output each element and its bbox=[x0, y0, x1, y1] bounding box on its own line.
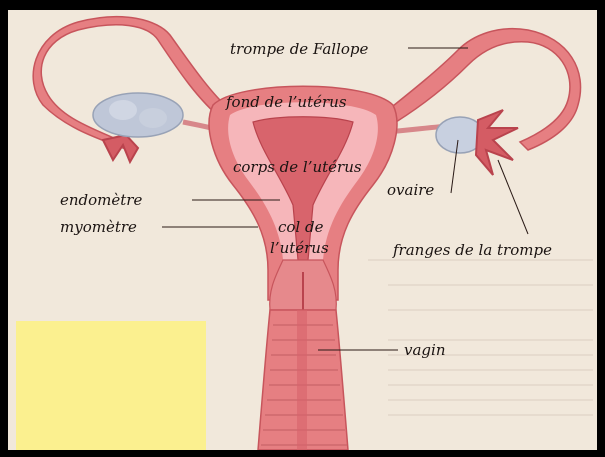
leader-fimbriae bbox=[498, 160, 528, 234]
label-myometrium: myomètre bbox=[60, 218, 137, 236]
label-endometrium: endomètre bbox=[60, 191, 142, 209]
label-cervix-line1: col de bbox=[278, 218, 324, 236]
label-fallopian-tube: trompe de Fallope bbox=[230, 40, 369, 58]
left-ovary bbox=[93, 93, 183, 137]
sticky-note-overlay bbox=[16, 321, 206, 450]
diagram-canvas: trompe de Fallope fond de l’utérus corps… bbox=[8, 10, 597, 450]
right-fimbriae bbox=[476, 110, 518, 175]
left-fimbriae bbox=[103, 135, 138, 162]
label-uterine-body: corps de l’utérus bbox=[233, 158, 362, 176]
label-fimbriae: franges de la trompe bbox=[392, 241, 552, 259]
label-ovary: ovaire bbox=[387, 181, 434, 199]
label-vagina: vagin bbox=[404, 341, 445, 359]
label-cervix-line2: l’utérus bbox=[270, 239, 329, 257]
background-text-lines bbox=[368, 260, 593, 415]
label-uterine-fundus: fond de l’utérus bbox=[225, 93, 347, 111]
